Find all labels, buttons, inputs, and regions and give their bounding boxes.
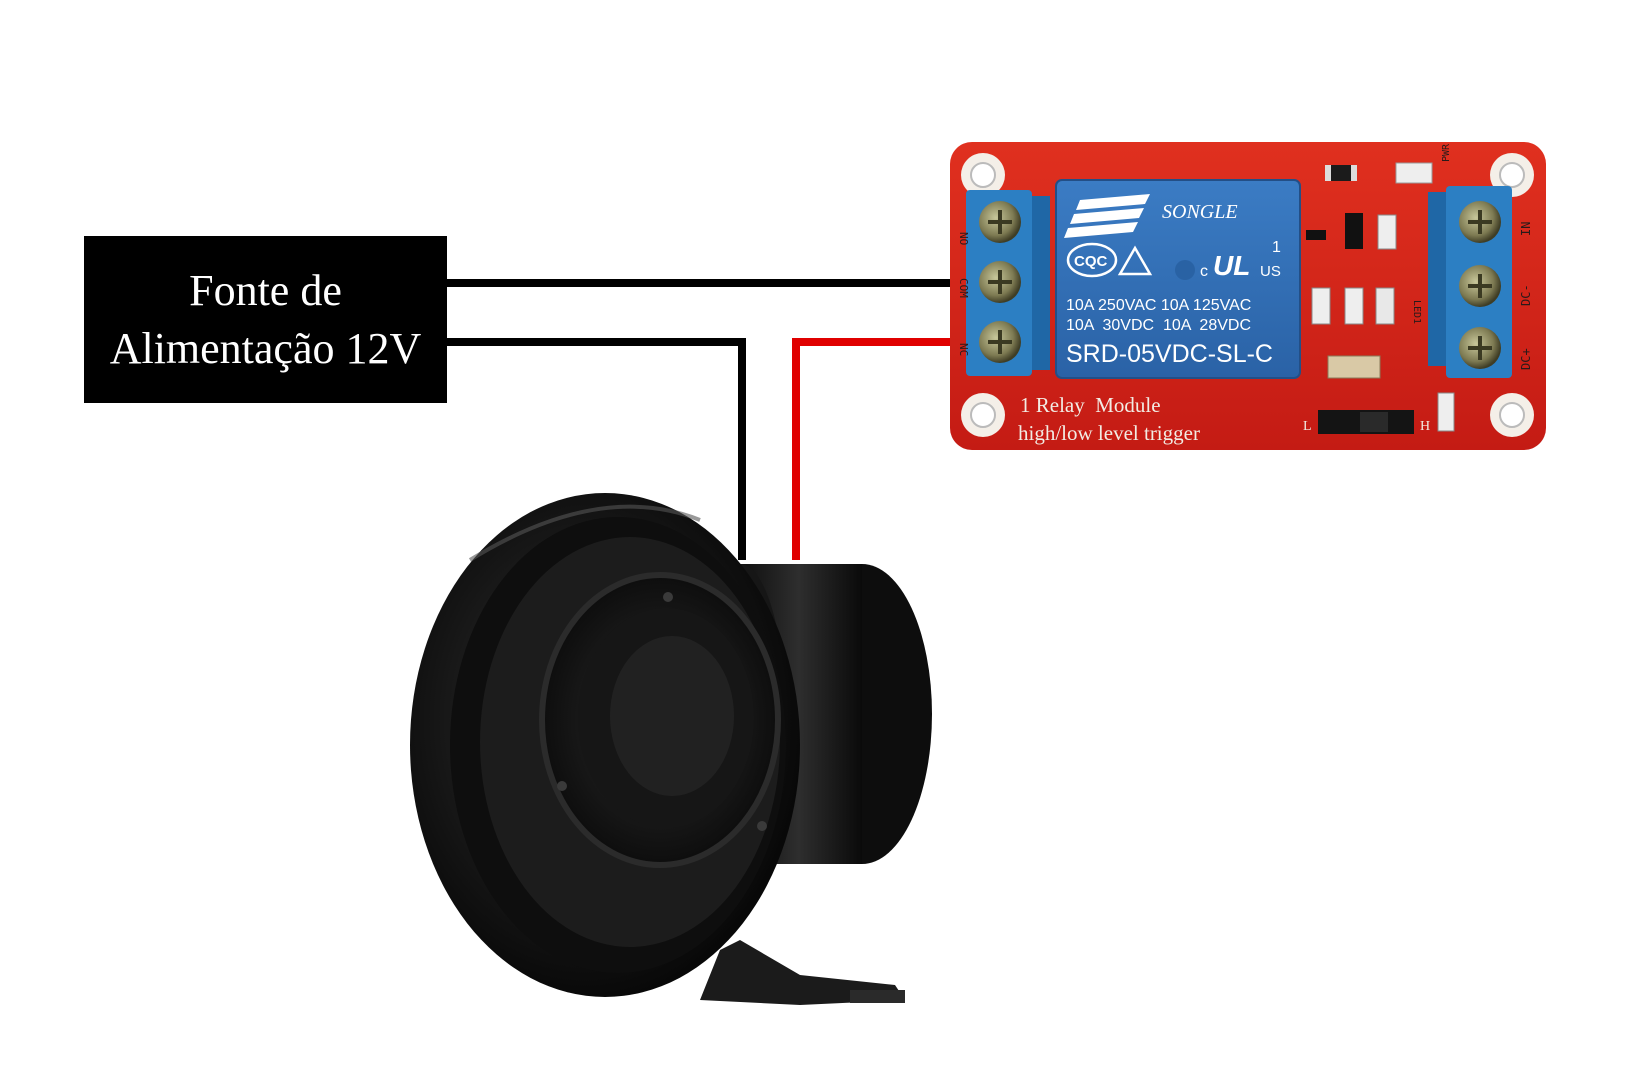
output-terminal-block	[966, 190, 1050, 376]
board-label-line2: high/low level trigger	[1018, 421, 1200, 445]
siren	[410, 493, 932, 1005]
pin-label-in: IN	[1519, 222, 1533, 236]
pin-label-dc-minus: DC-	[1519, 284, 1533, 306]
relay-model: SRD-05VDC-SL-C	[1066, 340, 1273, 368]
relay-ratings-line2: 10A 30VDC 10A 28VDC	[1066, 317, 1251, 334]
warning-triangle-icon	[1117, 245, 1153, 276]
jumper-label-high: H	[1420, 419, 1430, 434]
ul-cert-mark: UL	[1213, 250, 1250, 281]
output-pin-labels: NO COM NC	[957, 232, 970, 356]
songle-logo-icon	[1064, 194, 1150, 238]
ul-cert-one: 1	[1272, 239, 1281, 256]
board-label-line1: 1 Relay Module	[1020, 393, 1161, 417]
black-wire-psu-to-siren	[447, 338, 746, 560]
trigger-jumper: L H	[1303, 410, 1430, 434]
jumper-label-low: L	[1303, 419, 1312, 434]
relay-ratings-line1: 10A 250VAC 10A 125VAC	[1066, 297, 1251, 314]
cqc-cert-mark: CQC	[1074, 253, 1108, 270]
pin-label-dc-plus: DC+	[1519, 348, 1533, 370]
pin-label-no: NO	[957, 232, 970, 245]
red-wire-relay-no-to-siren	[792, 338, 952, 560]
smd-components	[1306, 162, 1455, 432]
power-supply-box: Fonte de Alimentação 12V	[84, 236, 447, 403]
pin-label-nc: NC	[957, 343, 970, 356]
input-terminal-block	[1428, 186, 1512, 378]
pin-label-com: COM	[957, 278, 970, 298]
pwr-label: PWR	[1441, 143, 1452, 162]
relay-module: NO COM NC SONGLE CQC c UL 1 US 10A 250VA…	[950, 142, 1546, 450]
relay-component: SONGLE CQC c UL 1 US 10A 250VAC 10A 125V…	[1055, 179, 1301, 379]
led-label: LED1	[1411, 300, 1422, 324]
input-pin-labels: IN DC- DC+	[1519, 222, 1533, 370]
wires	[447, 279, 952, 560]
power-supply-label-line1: Fonte de	[189, 265, 342, 315]
relay-brand: SONGLE	[1162, 201, 1238, 223]
ul-cert-us: US	[1260, 263, 1281, 280]
ul-cert-c: c	[1200, 263, 1208, 280]
siren-bracket	[700, 940, 905, 1005]
power-supply-label-line2: Alimentação 12V	[109, 323, 422, 373]
pcb-mounting-holes	[961, 153, 1534, 437]
